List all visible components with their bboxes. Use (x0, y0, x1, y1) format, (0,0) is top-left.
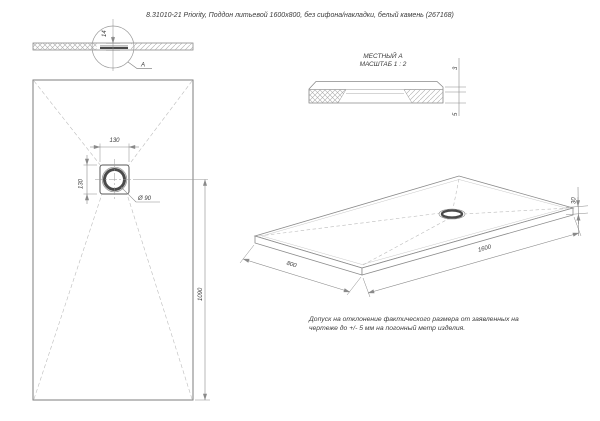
dim-800-ext-1 (239, 244, 255, 264)
dim-3-label: 3 (453, 66, 459, 70)
section-hatch-left (33, 43, 97, 50)
dim-800-line (242, 258, 351, 293)
dim-1600-ext-1 (362, 277, 371, 298)
drawing-title: 8.31010-21 Priority, Поддон литьевой 160… (146, 12, 454, 19)
dim-130w-label: 130 (109, 138, 120, 144)
dim-1600-label: 1600 (477, 244, 492, 254)
tolerance-note-line2: чертеже до +/- 5 мм на погонный метр изд… (309, 324, 466, 332)
dim-130h-label: 130 (79, 178, 85, 189)
dim-1090-label: 1090 (198, 287, 204, 301)
dim-d90-label: Ø 90 (137, 196, 152, 202)
dim-30-label: 30 (572, 197, 578, 204)
detail-view-title: МЕСТНЫЙ А (363, 53, 403, 60)
detail-hatch-right (403, 89, 444, 104)
plan-outline (32, 79, 194, 401)
dim-14-label: 14 (102, 30, 108, 37)
dim-d90-leader (120, 186, 160, 203)
dim-30-tick-bottom (565, 212, 589, 216)
dim-30-line (577, 186, 579, 237)
tolerance-note-line1: Допуск на отклонение фактического размер… (309, 316, 519, 323)
tolerance-note: Допуск на отклонение фактического размер… (309, 316, 571, 333)
plan-slope-lines (33, 80, 193, 400)
dim-5-label: 5 (453, 112, 459, 116)
plan-view: 130 130 Ø 90 1090 (32, 79, 210, 401)
detail-view-scale: МАСШТАБ 1 : 2 (359, 61, 407, 68)
dim-800-label: 800 (286, 261, 298, 270)
detail-view: 3 5 (308, 58, 466, 116)
iso-view: 800 1600 30 (239, 175, 589, 298)
detail-hatch-left (308, 89, 347, 104)
iso-drain-ring (440, 209, 464, 219)
dim-800-ext-2 (346, 276, 362, 296)
dim-1600-line (367, 232, 580, 294)
detail-a-marker-label: A (140, 63, 145, 69)
section-view: 14 A (32, 19, 194, 71)
detail-a-leader (127, 61, 152, 69)
dim-1600-ext-2 (573, 216, 582, 237)
detail-view-label: МЕСТНЫЙ А МАСШТАБ 1 : 2 (318, 53, 448, 69)
section-hatch-right (131, 43, 193, 50)
